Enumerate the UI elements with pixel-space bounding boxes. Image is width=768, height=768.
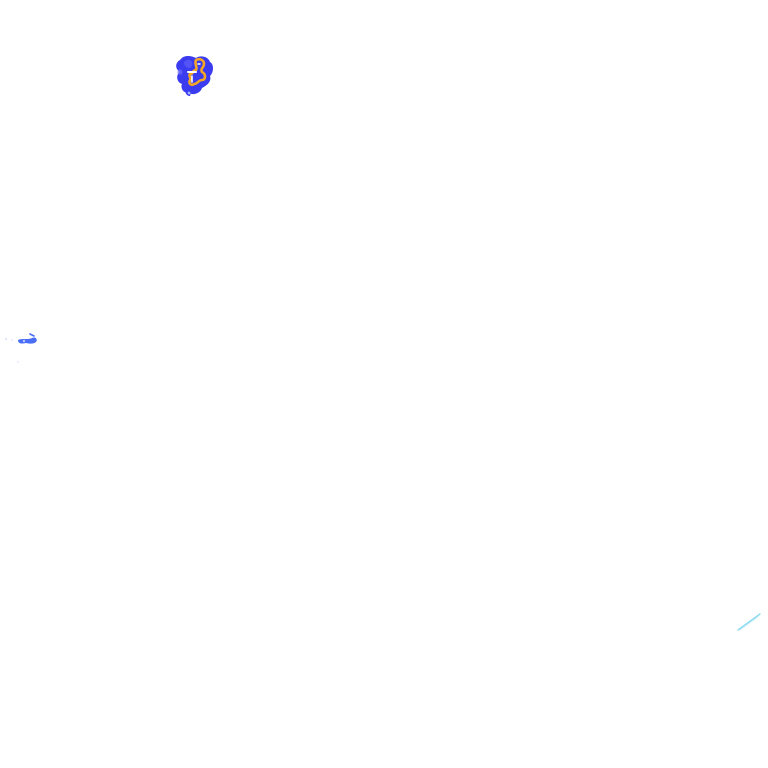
blue-orange-blob-icon <box>176 56 213 96</box>
small-blue-speck-icon <box>5 333 37 363</box>
cyan-streak-icon <box>737 613 761 631</box>
